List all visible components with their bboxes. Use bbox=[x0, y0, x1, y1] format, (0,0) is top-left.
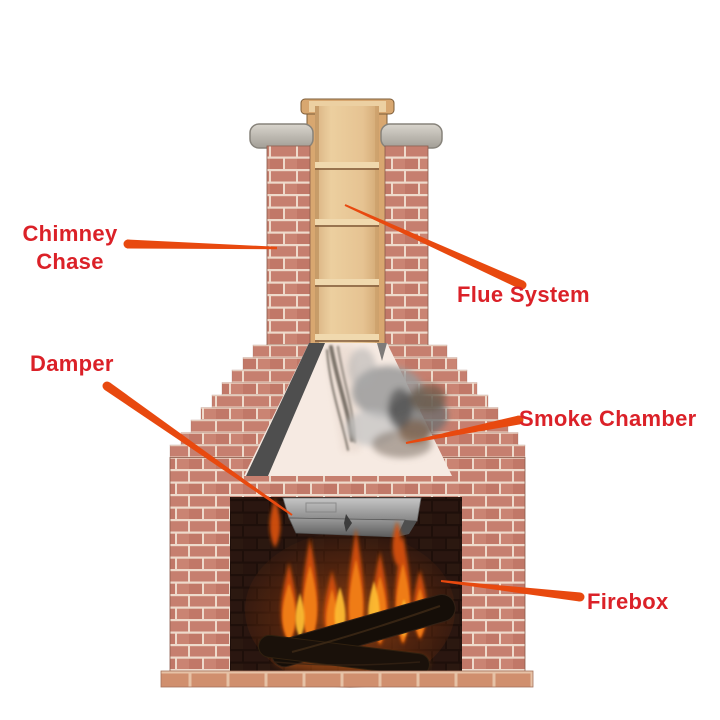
chimney-chase-columns bbox=[266, 145, 429, 346]
firewood-logs bbox=[258, 594, 456, 677]
damper-latch bbox=[344, 514, 352, 532]
chimney-chase-arrow bbox=[123, 239, 277, 250]
flue-liner bbox=[300, 98, 395, 346]
chimney-cap-right bbox=[380, 123, 443, 149]
smoke-chamber-interior bbox=[244, 343, 452, 476]
flue-tile-shelves bbox=[315, 162, 379, 342]
smoke-chamber-arrow bbox=[405, 415, 524, 444]
hearth-base bbox=[160, 670, 534, 688]
label-firebox: Firebox bbox=[587, 589, 669, 614]
flue-system-arrow bbox=[344, 204, 527, 290]
label-chimney-chase: Chimney Chase bbox=[22, 221, 118, 274]
damper-arrow bbox=[102, 381, 293, 516]
firebox-arrow bbox=[440, 580, 585, 602]
chimney-cap-left bbox=[249, 123, 314, 149]
label-flue-system: Flue System bbox=[457, 282, 590, 307]
label-damper: Damper bbox=[30, 351, 114, 376]
damper-assembly bbox=[282, 497, 422, 538]
label-smoke-chamber: Smoke Chamber bbox=[519, 406, 697, 431]
smoke-cloud bbox=[346, 348, 448, 458]
cutaway-wall bbox=[246, 343, 325, 476]
